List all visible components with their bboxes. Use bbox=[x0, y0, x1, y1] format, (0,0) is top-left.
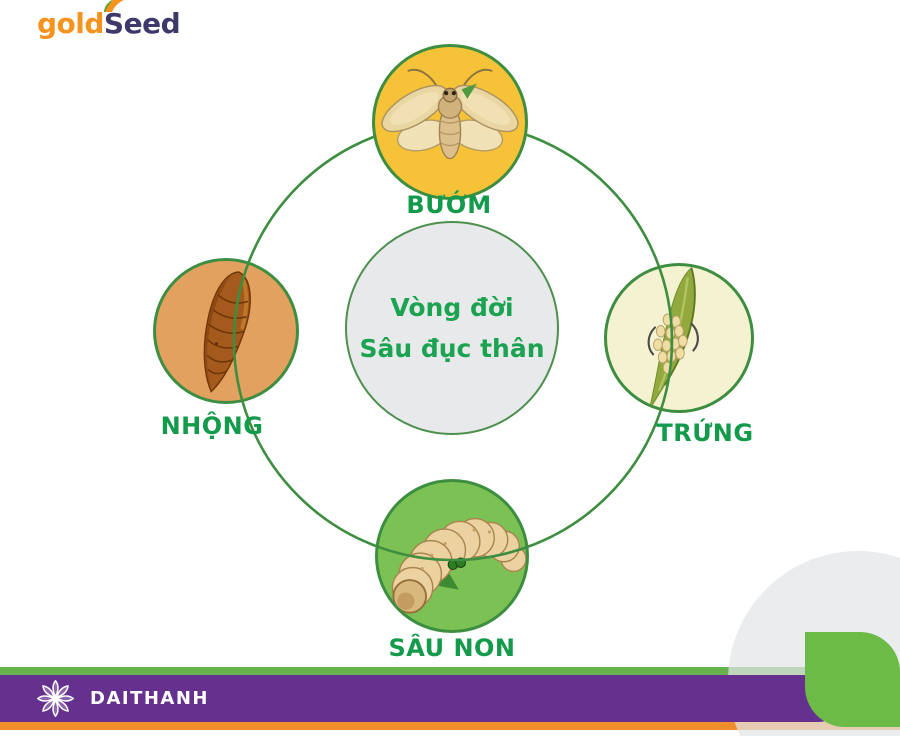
leaf-icon bbox=[103, 0, 124, 12]
eggs-illustration-icon bbox=[647, 267, 699, 410]
footer-bar: DAITHANH bbox=[0, 675, 842, 722]
pupa-illustration-icon bbox=[203, 271, 251, 393]
decor-leaf-shape bbox=[805, 632, 900, 727]
daithanh-wordmark: DAITHANH bbox=[90, 688, 209, 709]
stage-circle-pupa bbox=[153, 258, 299, 404]
stage-circle-moth bbox=[372, 44, 528, 200]
stage-label-moth: BƯỚM bbox=[406, 191, 492, 219]
goldseed-logo-gold: gold bbox=[37, 7, 104, 40]
cycle-title-line1: Vòng đời bbox=[390, 293, 514, 322]
goldseed-logo-seed: Seed bbox=[103, 7, 181, 40]
stage-label-eggs: TRỨNG bbox=[656, 419, 754, 447]
footer-orange-stripe bbox=[0, 722, 900, 730]
stage-label-pupa: NHỘNG bbox=[160, 412, 264, 440]
larva-illustration-icon bbox=[391, 517, 526, 614]
moth-illustration-icon bbox=[381, 68, 519, 160]
cycle-title-line2: Sâu đục thân bbox=[359, 334, 545, 363]
footer-green-stripe bbox=[0, 667, 900, 675]
daithanh-flower-icon bbox=[37, 680, 74, 717]
goldseed-logo-seed-wrap: Seed bbox=[103, 0, 181, 40]
stage-circle-eggs bbox=[604, 263, 754, 413]
cycle-title-circle: Vòng đời Sâu đục thân bbox=[345, 221, 559, 435]
stage-circle-larva bbox=[375, 479, 529, 633]
stage-label-larva: SÂU NON bbox=[388, 634, 516, 662]
